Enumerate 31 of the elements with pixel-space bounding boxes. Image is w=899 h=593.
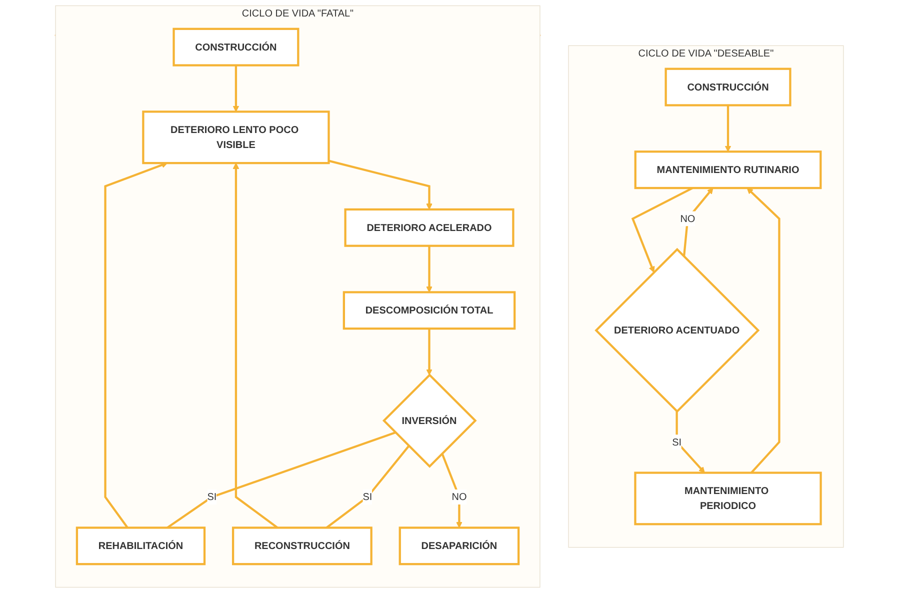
arrow — [682, 188, 714, 257]
arrow — [328, 160, 432, 210]
arrow — [441, 453, 462, 528]
connector — [326, 445, 410, 529]
edge-label: NO — [452, 490, 467, 502]
edge-label: NO — [680, 212, 696, 224]
node-box: REHABILITACIÓN — [76, 526, 206, 566]
arrow — [232, 65, 240, 112]
arrow — [746, 188, 780, 474]
node-box: RECONSTRUCCIÓN — [232, 526, 372, 566]
node-box: DESAPARICIÓN — [398, 526, 520, 566]
node-box: DESCOMPOSICIÓN TOTAL — [342, 291, 516, 330]
edge-label: SI — [672, 436, 682, 448]
arrow — [232, 162, 278, 529]
arrow — [631, 187, 694, 273]
node-box: DETERIORO ACELERADO — [344, 208, 514, 247]
node-diamond: INVERSIÓN — [382, 373, 477, 468]
connector — [166, 432, 396, 529]
node-box: CONSTRUCCIÓN — [172, 28, 300, 66]
node-box: DETERIORO LENTO POCO VISIBLE — [142, 110, 330, 164]
arrow — [104, 162, 168, 528]
node-box: MANTENIMIENTO PERIODICO — [634, 472, 822, 526]
edge-label: SI — [362, 490, 372, 502]
node-box: MANTENIMIENTO RUTINARIO — [634, 150, 822, 190]
arrow — [426, 246, 432, 292]
arrow — [676, 411, 705, 474]
edge-label: SI — [207, 490, 217, 502]
node-box: CONSTRUCCIÓN — [664, 68, 792, 106]
arrow — [724, 105, 732, 152]
arrow — [426, 328, 432, 376]
node-diamond: DETERIORO ACENTUADO — [594, 248, 760, 413]
